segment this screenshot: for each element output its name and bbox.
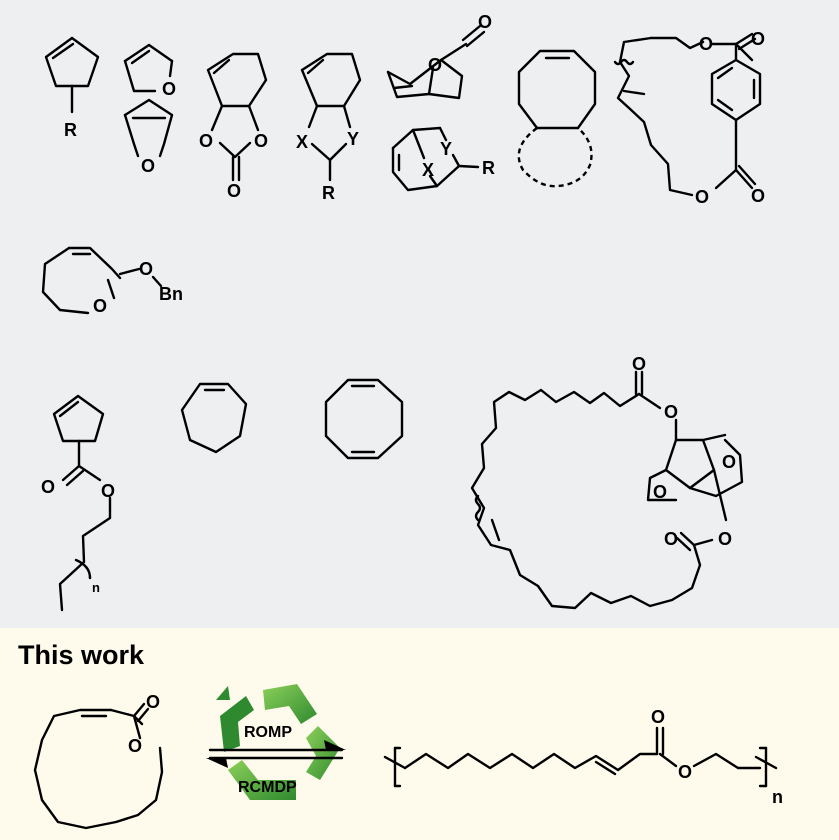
label-o: O [101,481,115,501]
label-o: O [632,354,646,374]
label-o: O [751,186,765,206]
recycle-icon [216,684,340,800]
bicyclic-xy-bridge: X Y R [391,126,495,192]
equilibrium-arrows-icon [206,740,346,768]
label-o: O [695,187,709,207]
cyclohexene-carbonate: O O O [199,52,268,201]
label-o: O [93,296,107,316]
label-r: R [322,183,335,203]
label-o: O [428,55,442,75]
label-o: O [41,477,55,497]
label-o: O [162,79,176,99]
label-o: O [139,259,153,279]
benzyloxy-oxepine: O O Bn [41,246,183,316]
label-romp: ROMP [244,724,292,741]
cycloheptene [180,382,248,454]
label-o: O [128,736,142,756]
isosorbide-macrocycle: O O O O O O [470,354,744,610]
label-rcmdp: RCMDP [238,779,297,796]
terephthalate-macrocycle: O O O O [613,29,765,207]
cyclopentene-r: R [44,36,100,140]
label-o: O [699,34,713,54]
label-r: R [64,120,77,140]
label-o: O [722,452,736,472]
label-o: O [199,131,213,151]
polymer-repeat-unit: O O n [383,707,783,807]
cyclooctadiene [324,378,404,460]
label-o: O [664,402,678,422]
cyclopentene-carboxylate: O O n [41,394,115,612]
label-o: O [651,707,665,727]
label-o: O [653,482,667,502]
label-o: O [254,131,268,151]
label-y: Y [347,129,359,149]
label-n: n [92,580,100,595]
fused-cyclooctene [517,49,597,188]
label-o: O [141,156,155,176]
label-o: O [664,529,678,549]
label-x: X [422,160,434,180]
label-o: O [751,29,765,49]
label-x: X [296,132,308,152]
bicyclic-lactone: O O [386,12,492,100]
label-y: Y [440,139,452,159]
label-r: R [482,158,495,178]
macrolactone-monomer: O O [33,692,164,830]
label-o: O [678,762,692,782]
panel-title: This work [18,640,145,670]
label-o: O [146,692,160,712]
label-bn: Bn [159,284,183,304]
label-n: n [772,787,783,807]
label-o: O [478,12,492,32]
dihydrofuran-top: O [123,43,176,99]
label-o: O [718,529,732,549]
label-o: O [227,181,241,201]
dihydrofuran-bottom: O [123,98,174,176]
cyclohexene-xy-ring: X Y R [296,52,362,203]
